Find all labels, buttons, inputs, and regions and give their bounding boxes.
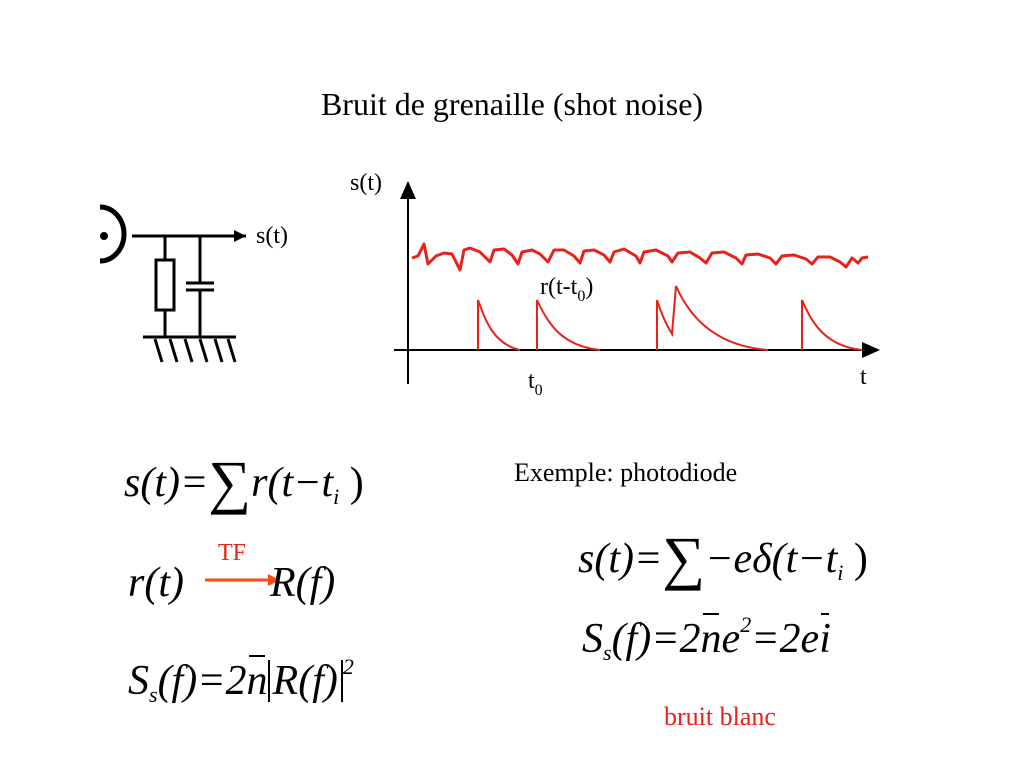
- equation-photodiode-spectrum: Ss(f)=2ne2=2ei: [582, 612, 831, 665]
- pulse-traces: [477, 285, 863, 351]
- tf-arrow-head: [268, 574, 280, 586]
- noisy-signal-trace: [411, 242, 869, 272]
- tf-label: TF: [218, 540, 247, 566]
- ground-hatch: [153, 338, 237, 363]
- slide-title: Bruit de grenaille (shot noise): [320, 86, 704, 122]
- equation-photodiode-signal: s(t)=∑−eδ(t−ti ): [578, 525, 868, 591]
- output-arrow: [234, 230, 246, 242]
- white-noise-note: bruit blanc: [664, 702, 776, 731]
- pulse-1: [477, 299, 521, 351]
- resistor: [154, 258, 176, 312]
- circuit-output-label: s(t): [256, 223, 288, 249]
- signal-plot: s(t) t t0 r(t-t0): [350, 170, 880, 399]
- photodetector-circuit: s(t): [99, 204, 288, 363]
- pulse-2: [536, 299, 601, 351]
- photodiode-dot: [100, 232, 108, 240]
- t0-label: t0: [528, 368, 543, 399]
- pulse-label: r(t-t0): [540, 274, 593, 305]
- pulse-3: [656, 285, 769, 351]
- y-axis-label: s(t): [350, 170, 382, 196]
- pulse-4: [801, 299, 863, 351]
- equation-signal-sum: s(t)=∑r(t−ti ): [124, 449, 364, 515]
- equation-pulse: r(t)R(f): [128, 560, 336, 606]
- x-axis-label: t: [860, 364, 867, 390]
- photodiode-symbol: [99, 204, 127, 264]
- example-heading: Exemple: photodiode: [514, 458, 738, 487]
